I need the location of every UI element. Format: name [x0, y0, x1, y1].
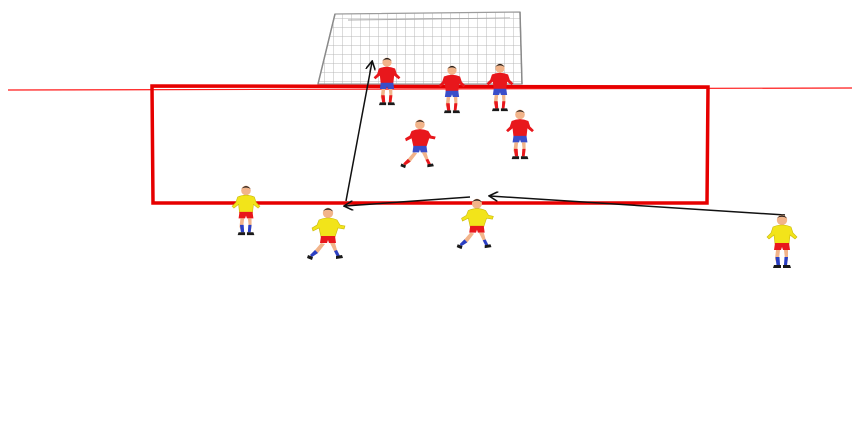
goal-net	[318, 12, 522, 84]
